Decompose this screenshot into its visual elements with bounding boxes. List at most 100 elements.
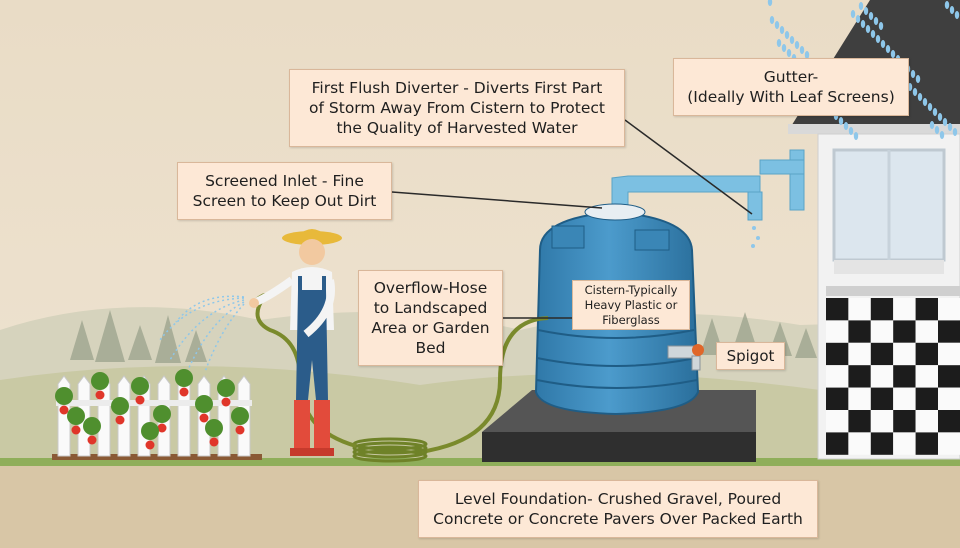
raindrop [890,50,896,58]
tile [915,342,938,366]
raindrop [932,108,938,116]
tomato [145,440,155,450]
tile [870,365,894,388]
raindrop [781,44,787,52]
raindrop [870,30,876,38]
tile [870,342,894,366]
screened-inlet-text: Screened Inlet - Fine Screen to Keep Out… [192,172,377,210]
tomato [95,390,105,400]
tile [893,432,916,455]
tomato [87,435,97,445]
house [788,0,960,460]
tile [826,387,849,410]
raindrop [885,45,891,53]
tomato-leaf [55,387,73,405]
tile [848,320,871,343]
overflow-hose-callout: Overflow-Hose to Landscaped Area or Gard… [358,270,503,366]
tile [938,432,960,455]
tomato [115,415,125,425]
tomato [235,425,245,435]
overflow-hose [419,316,549,454]
tile [893,320,916,343]
tile [915,410,938,433]
tile [893,342,916,366]
tile [893,387,916,410]
raindrop [873,17,879,25]
raindrop [794,41,800,49]
overflow-hose-text: Overflow-Hose to Landscaped Area or Gard… [371,279,490,357]
gutter-text: Gutter- (Ideally With Leaf Screens) [687,68,895,106]
tile [938,342,960,366]
tile [826,365,849,388]
tile [938,387,960,410]
raindrop [878,22,884,30]
tile [826,432,849,455]
raindrop [858,2,864,10]
grass-strip [0,458,960,466]
raindrop [784,31,790,39]
leader-lines [391,119,753,319]
tile [893,410,916,433]
fence-picket [117,375,131,457]
raindrop [850,10,856,18]
tile [848,387,871,410]
raindrop [863,7,869,15]
tomato-leaf [231,407,249,425]
tomato [209,437,219,447]
raindrop [917,93,923,101]
tomato-leaf [67,407,85,425]
tile [915,432,938,455]
raindrop [843,122,849,130]
tomato-leaf [141,422,159,440]
raindrop [942,118,948,126]
tomato [135,395,145,405]
tile [826,298,849,321]
checkered-tiles [826,298,960,455]
tile [938,365,960,388]
tile [915,387,938,410]
tile [938,410,960,433]
raindrop [838,117,844,125]
raindrop [929,121,935,129]
tomato-leaf [111,397,129,415]
raindrop [915,75,921,83]
tomato-leaf [131,377,149,395]
raindrop [767,0,773,6]
foundation-text: Level Foundation- Crushed Gravel, Poured… [433,490,803,528]
tile [893,365,916,388]
tile [826,410,849,433]
gutter-callout: Gutter- (Ideally With Leaf Screens) [673,58,909,116]
raindrop [776,39,782,47]
cistern-callout: Cistern-Typically Heavy Plastic or Fiber… [572,280,690,330]
tomato-leaf [205,419,223,437]
tile [870,432,894,455]
raindrop [947,123,953,131]
gutter-drips [751,226,760,248]
tile [870,320,894,343]
spigot-text: Spigot [726,347,775,365]
tomato [199,413,209,423]
tile [848,298,871,321]
raindrop [868,12,874,20]
raindrop [789,36,795,44]
tile [826,320,849,343]
tomato-leaf [83,417,101,435]
tomato-leaf [217,379,235,397]
first-flush-diverter-text: First Flush Diverter - Diverts First Par… [309,79,605,137]
tomato-leaf [91,372,109,390]
tomato-leaf [153,405,171,423]
tile [938,320,960,343]
tile [870,387,894,410]
tomato-leaf [195,395,213,413]
raindrop [949,6,955,14]
raindrop [934,126,940,134]
tile [848,342,871,366]
raindrop [927,103,933,111]
raindrop [848,127,854,135]
raindrop [880,40,886,48]
screened-inlet-callout: Screened Inlet - Fine Screen to Keep Out… [177,162,392,220]
tile [870,298,894,321]
raindrop [944,1,950,9]
raindrop [875,35,881,43]
